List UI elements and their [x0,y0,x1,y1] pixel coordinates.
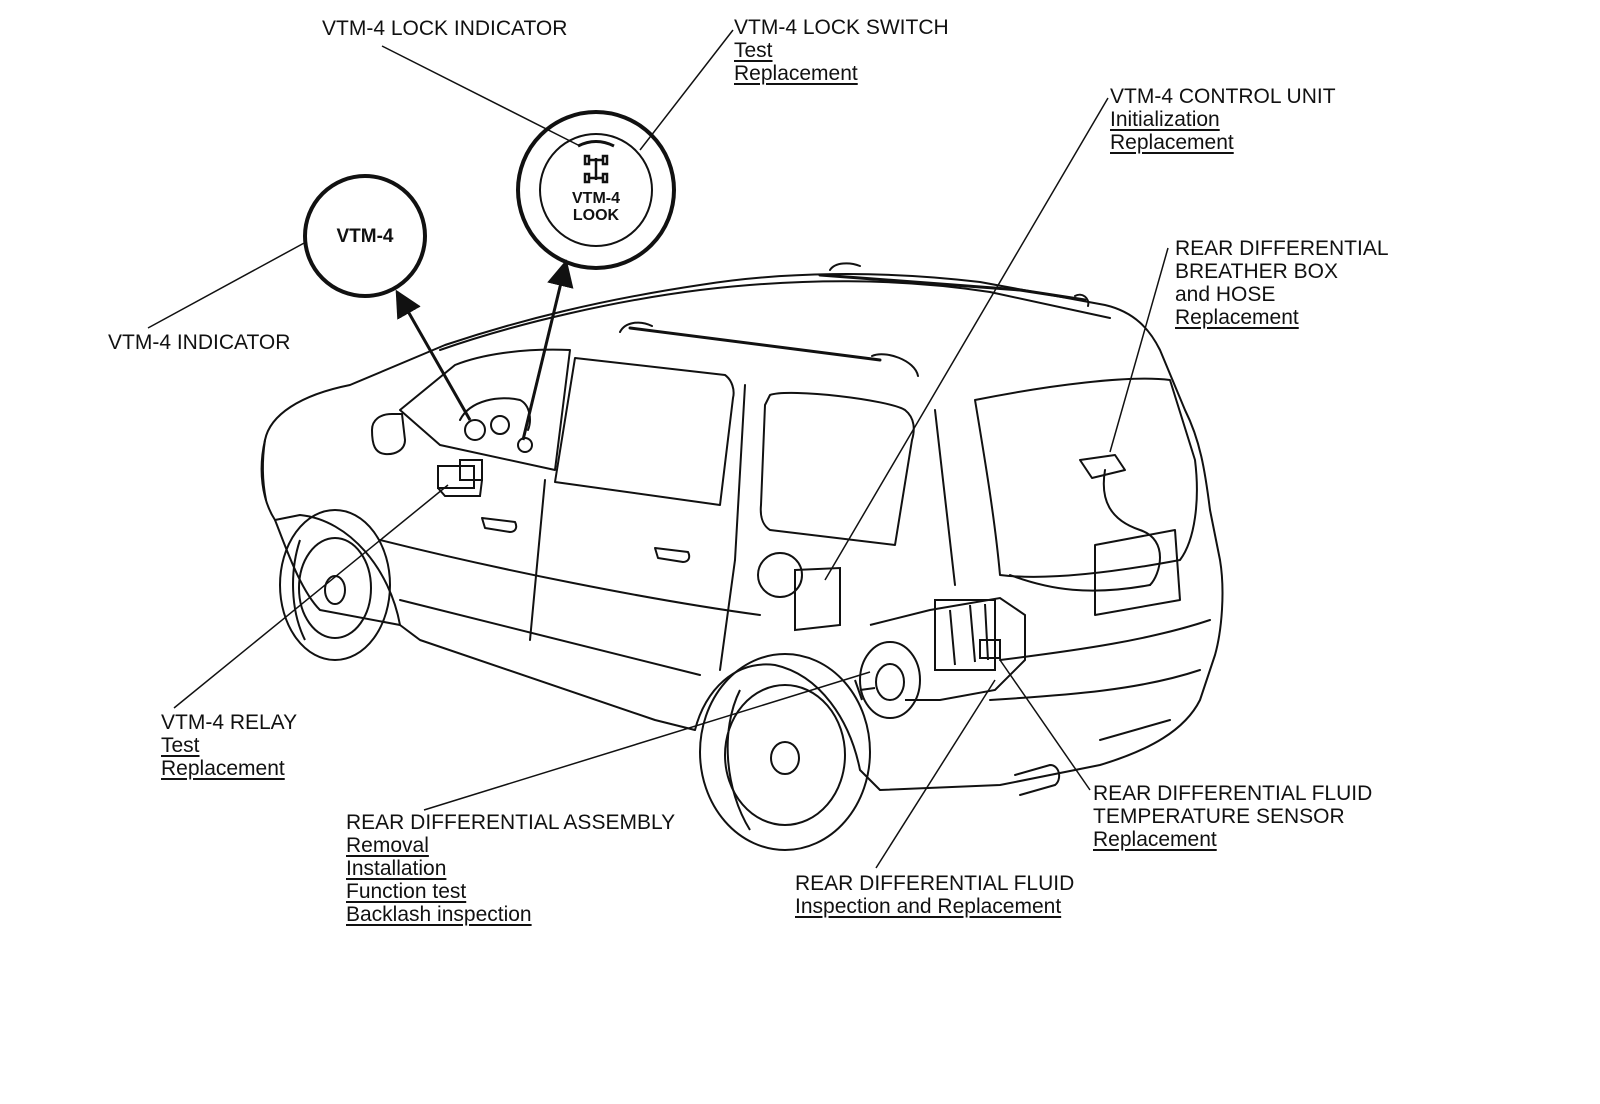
fluid-title: REAR DIFFERENTIAL FLUID [795,872,1075,895]
temp-sensor-link-replacement[interactable]: Replacement [1093,828,1217,851]
control-unit-link-replacement[interactable]: Replacement [1110,131,1234,154]
label-breather: REAR DIFFERENTIAL BREATHER BOX and HOSE … [1175,237,1389,329]
relay-link-test[interactable]: Test [161,734,200,757]
control-unit-link-initialization[interactable]: Initialization [1110,108,1220,131]
breather-title-line-1: REAR DIFFERENTIAL [1175,237,1389,260]
relay-link-replacement[interactable]: Replacement [161,757,285,780]
breather-link-replacement[interactable]: Replacement [1175,306,1299,329]
switch-badge-line-1: VTM-4 [572,190,620,207]
switch-badge-line-2: LOOK [573,207,620,224]
lock-switch-inset: VTM-4 LOOK [516,110,676,270]
breather-title-line-2: BREATHER BOX [1175,260,1338,283]
fluid-link-inspection[interactable]: Inspection and Replacement [795,895,1062,918]
leader-lines [147,29,1169,869]
4wd-lock-icon [583,154,609,184]
control-unit-icon [794,566,841,632]
label-temp-sensor: REAR DIFFERENTIAL FLUID TEMPERATURE SENS… [1093,782,1372,851]
diff-assembly-link-backlash[interactable]: Backlash inspection [346,903,532,926]
lock-switch-link-test[interactable]: Test [734,39,773,62]
lock-indicator-title: VTM-4 LOCK INDICATOR [322,17,568,40]
label-indicator: VTM-4 INDICATOR [108,331,290,354]
indicator-inset: VTM-4 [303,174,427,298]
diff-assembly-title: REAR DIFFERENTIAL ASSEMBLY [346,811,676,834]
lock-switch-title: VTM-4 LOCK SWITCH [734,16,949,39]
breather-title-line-3: and HOSE [1175,283,1276,306]
label-fluid: REAR DIFFERENTIAL FLUID Inspection and R… [795,872,1074,918]
indicator-badge-text: VTM-4 [337,226,394,247]
label-diff-assembly: REAR DIFFERENTIAL ASSEMBLY Removal Insta… [346,811,675,926]
label-relay: VTM-4 RELAY Test Replacement [161,711,297,780]
lock-switch-link-replacement[interactable]: Replacement [734,62,858,85]
vehicle-body [260,262,1224,796]
label-lock-indicator: VTM-4 LOCK INDICATOR [322,17,567,40]
rear-differential [854,596,1026,719]
rear-wheel [699,653,871,851]
label-control-unit: VTM-4 CONTROL UNIT Initialization Replac… [1110,85,1336,154]
temp-sensor-title-line-1: REAR DIFFERENTIAL FLUID [1093,782,1373,805]
diff-assembly-link-function-test[interactable]: Function test [346,880,467,903]
diff-assembly-link-removal[interactable]: Removal [346,834,429,857]
relay-title: VTM-4 RELAY [161,711,298,734]
control-unit-title: VTM-4 CONTROL UNIT [1110,85,1336,108]
diff-assembly-link-installation[interactable]: Installation [346,857,447,880]
front-wheel [279,509,391,661]
indicator-title: VTM-4 INDICATOR [108,331,291,354]
vtm4-relay-icon [437,459,483,497]
lock-indicator-lamp [577,140,615,148]
temp-sensor-title-line-2: TEMPERATURE SENSOR [1093,805,1345,828]
label-lock-switch: VTM-4 LOCK SWITCH Test Replacement [734,16,949,85]
inset-arrows [395,259,574,441]
